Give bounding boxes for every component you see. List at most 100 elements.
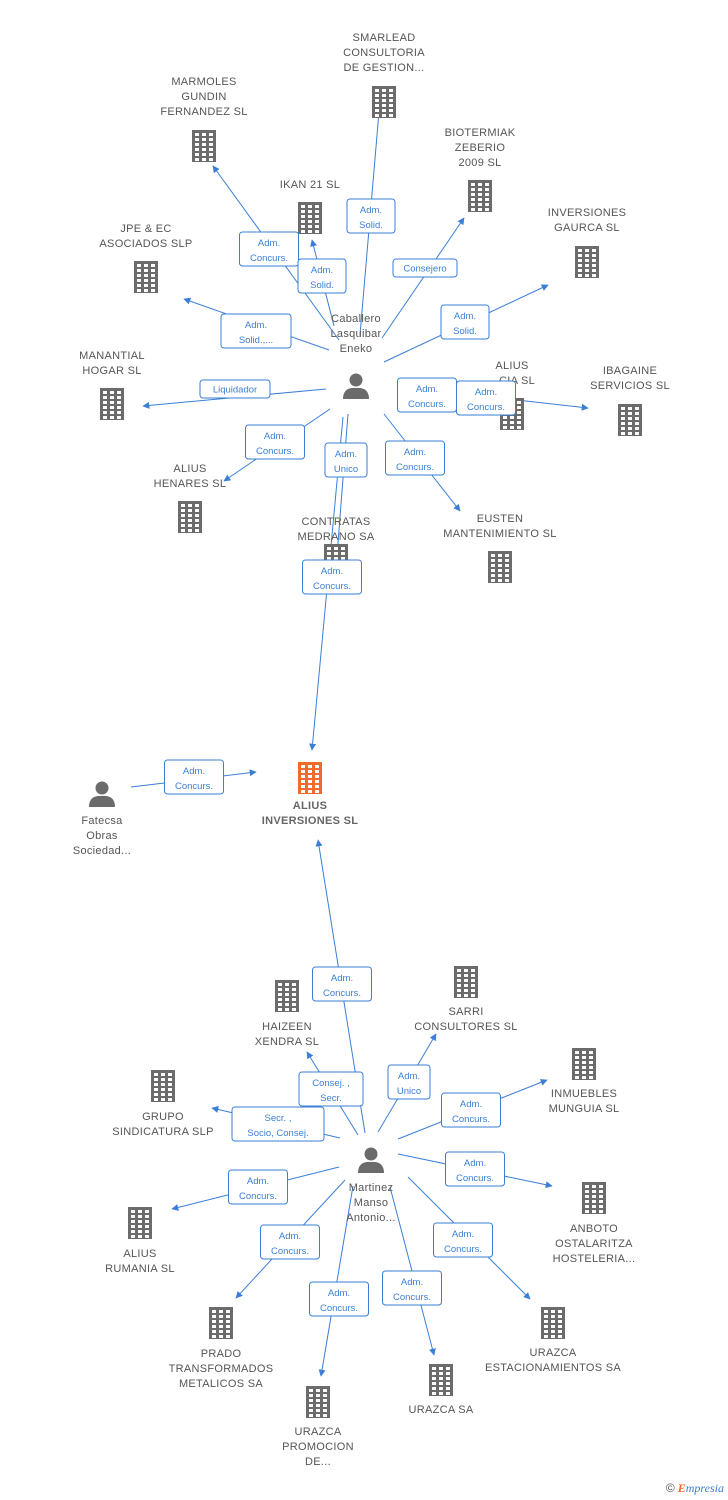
building-icon (298, 762, 322, 794)
edge-label-text: Liquidador (213, 385, 257, 396)
edge-label-box (260, 1224, 320, 1260)
node-label: OSTALARITZA (555, 1238, 633, 1250)
edge-role-label[interactable]: Adm.Solid.,... (220, 313, 292, 349)
edge-role-label[interactable]: Adm.Concurs. (164, 759, 224, 795)
edge-label-box (433, 1222, 493, 1258)
building-icon (128, 1207, 152, 1239)
edge-label-text: Secr. (320, 1093, 342, 1104)
edge-role-label[interactable]: Adm.Concurs. (302, 559, 362, 595)
edge-label-text: Adm. (464, 1158, 486, 1169)
edge-role-label[interactable]: Liquidador (199, 379, 271, 399)
footer-brand[interactable]: © Empresia (666, 1481, 724, 1496)
edge-label-box (385, 440, 445, 476)
edge-label-box (220, 313, 292, 349)
edge-label-text: Adm. (279, 1231, 301, 1242)
edge-label-box (440, 304, 490, 340)
edge-label-text: Adm. (416, 384, 438, 395)
node-label: URAZCA (529, 1347, 576, 1359)
edge-role-label[interactable]: Adm.Concurs. (382, 1270, 442, 1306)
edge-label-box (297, 258, 347, 294)
node-label: DE GESTION... (344, 62, 425, 74)
edge-role-label[interactable]: Adm.Concurs. (433, 1222, 493, 1258)
edge-label-box (382, 1270, 442, 1306)
edge-label-box (228, 1169, 288, 1205)
node-label: MANTENIMIENTO SL (443, 528, 556, 540)
edge-role-label[interactable]: Adm.Concurs. (397, 377, 457, 413)
node-label: IKAN 21 SL (280, 179, 340, 191)
edge-role-label[interactable]: Secr. ,Socio, Consej. (231, 1106, 325, 1142)
edge-label-box (312, 966, 372, 1002)
edge-role-label[interactable]: Adm.Concurs. (228, 1169, 288, 1205)
edge-label-text: Adm. (398, 1071, 420, 1082)
edge-role-label[interactable]: Adm.Concurs. (312, 966, 372, 1002)
node-label: ZEBERIO (455, 142, 506, 154)
edge-role-label[interactable]: Adm.Concurs. (441, 1092, 501, 1128)
edge-role-label[interactable]: Adm.Solid. (346, 198, 396, 234)
node-alius_rumania[interactable]: ALIUS RUMANIA SL (105, 1207, 175, 1275)
copyright-symbol: © (665, 1481, 675, 1495)
node-label: Martinez (349, 1182, 394, 1194)
node-label: HOGAR SL (82, 365, 141, 377)
edge-label-text: Unico (397, 1086, 421, 1097)
edge-role-label[interactable]: Adm.Concurs. (445, 1151, 505, 1187)
edge-label-text: Concurs. (320, 1303, 358, 1314)
edge-role-label[interactable]: Adm.Concurs. (385, 440, 445, 476)
node-martinez[interactable]: MartinezMansoAntonio... (346, 1147, 395, 1225)
building-icon (541, 1307, 565, 1339)
edge-label-text: Concurs. (239, 1191, 277, 1202)
node-anboto[interactable]: ANBOTOOSTALARITZAHOSTELERIA... (553, 1182, 636, 1265)
edge-role-label[interactable]: Adm.Concurs. (456, 380, 516, 416)
edge-label-text: Concurs. (467, 402, 505, 413)
node-urazca_sa[interactable]: URAZCA SA (408, 1364, 474, 1416)
edge-role-label[interactable]: Adm.Unico (324, 442, 368, 478)
edge-label-text: Consejero (403, 264, 446, 275)
node-fatecsa[interactable]: FatecsaObrasSociedad... (73, 781, 131, 858)
edge-caballero-to-contratas (333, 413, 349, 557)
edge-label-text: Concurs. (452, 1114, 490, 1125)
node-label: ASOCIADOS SLP (99, 238, 192, 250)
edge-role-label[interactable]: Consejero (392, 258, 458, 278)
node-ikan21[interactable]: IKAN 21 SL (280, 179, 340, 234)
edge-label-text: Solid. (453, 326, 477, 337)
node-urazca_prom[interactable]: URAZCAPROMOCIONDE... (282, 1386, 354, 1468)
node-label: Antonio... (346, 1212, 395, 1224)
node-label: PRADO (201, 1348, 242, 1360)
edge-label-text: Adm. (183, 766, 205, 777)
edge-martinez-to-urazca_prom (318, 1185, 354, 1377)
edge-role-label[interactable]: Adm.Solid. (440, 304, 490, 340)
edge-label-box (456, 380, 516, 416)
edge-role-label[interactable]: Adm. Unico (387, 1064, 431, 1100)
edge-role-label[interactable]: Consej. ,Secr. (298, 1071, 364, 1107)
edge-label-text: Adm. (335, 449, 357, 460)
edge-role-label[interactable]: Adm.Concurs. (245, 424, 305, 460)
person-icon (343, 373, 369, 399)
edge-label-box (346, 198, 396, 234)
node-label: ALIUS (123, 1248, 156, 1260)
node-label: HAIZEEN (262, 1021, 312, 1033)
node-label: CONTRATAS (302, 516, 371, 528)
node-label: RUMANIA SL (105, 1263, 175, 1275)
edge-line (381, 217, 465, 339)
edge-role-label[interactable]: Adm.Concurs. (260, 1224, 320, 1260)
edge-role-label[interactable]: Adm.Solid. (297, 258, 347, 294)
edge-role-label[interactable]: Adm.Concurs. (309, 1281, 369, 1317)
edge-role-label[interactable]: Adm.Concurs. (239, 231, 299, 267)
edge-labels-layer: Adm.Solid.Adm.Concurs.Adm.Solid.Consejer… (164, 198, 516, 1317)
